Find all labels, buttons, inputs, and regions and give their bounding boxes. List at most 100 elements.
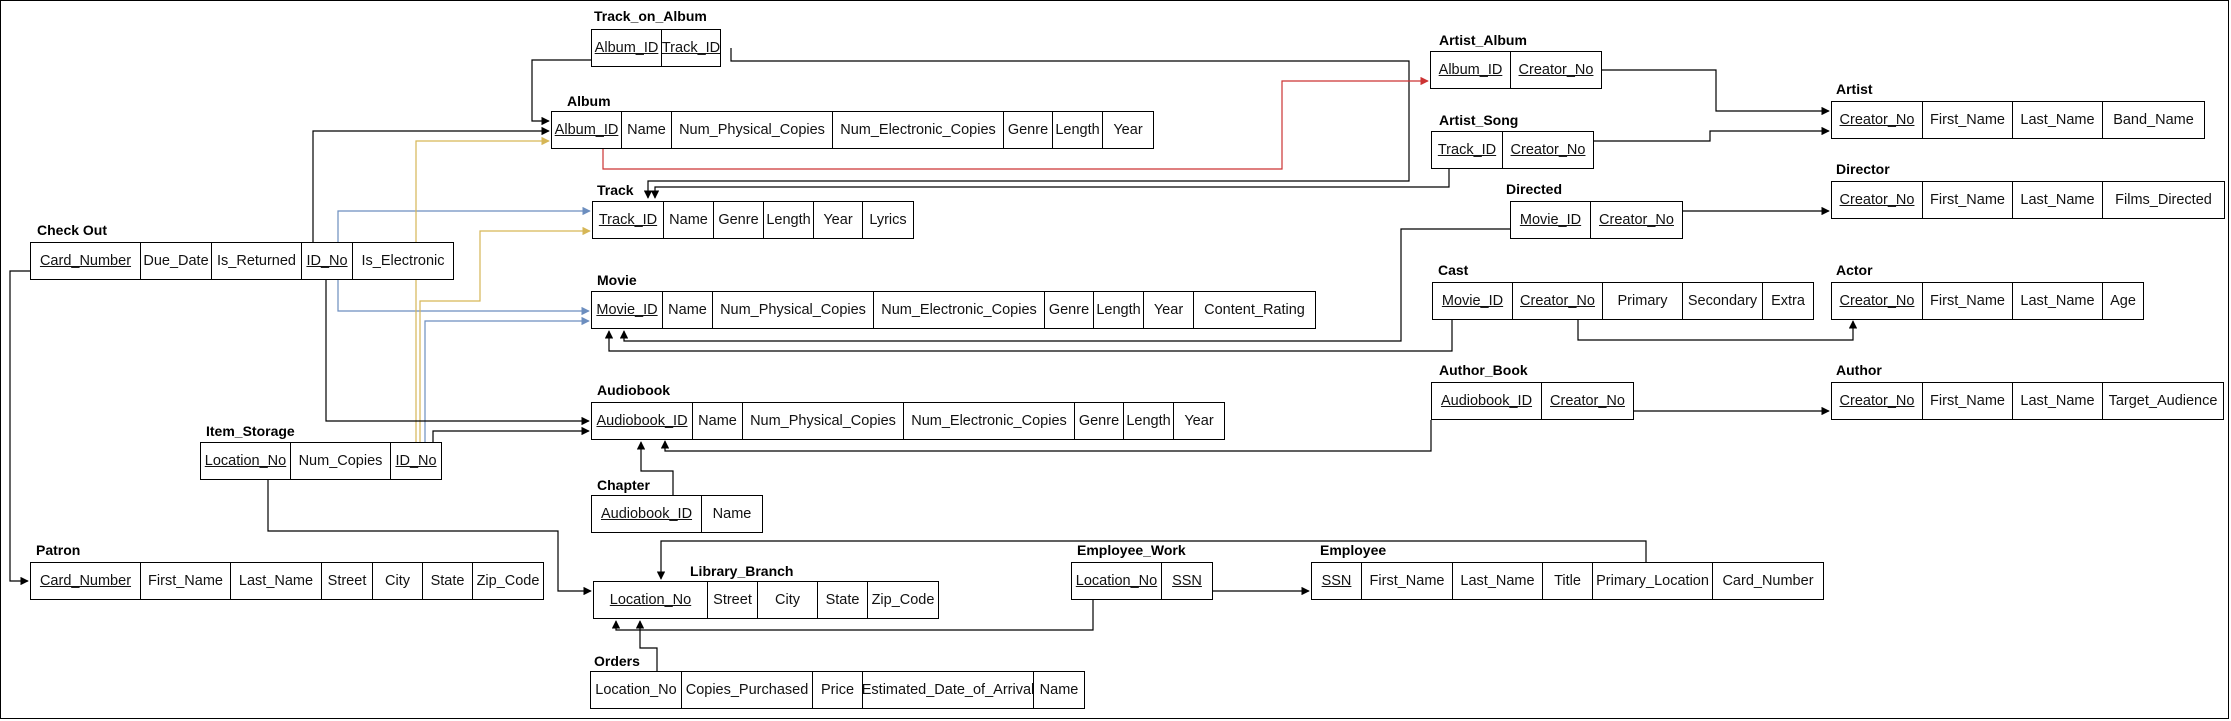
- field-zip-code: Zip_Code: [476, 573, 540, 589]
- field-year: Year: [814, 202, 863, 238]
- field-name: Name: [663, 292, 713, 328]
- field-state: State: [818, 582, 868, 618]
- field-id-no: ID_No: [395, 453, 437, 469]
- field-track-id: Track_ID: [661, 40, 721, 56]
- field-length: Length: [764, 202, 814, 238]
- field-target-audience: Target_Audience: [2108, 393, 2218, 409]
- field-city: City: [758, 582, 818, 618]
- field-films-directed: Films_Directed: [2115, 192, 2212, 208]
- field-extra: Extra: [1771, 293, 1805, 309]
- field-creator-no: Creator_No: [1832, 283, 1923, 319]
- entity-artist-song[interactable]: Track_ID Creator_No: [1431, 131, 1594, 169]
- field-album-id: Album_ID: [552, 112, 622, 148]
- field-length: Length: [1094, 292, 1144, 328]
- field-num-electronic-copies: Num_Electronic_Copies: [874, 292, 1045, 328]
- field-creator-no: Creator_No: [1832, 102, 1923, 138]
- field-first-name: First_Name: [1923, 283, 2013, 319]
- field-copies-purchased: Copies_Purchased: [682, 672, 813, 708]
- field-price: Price: [813, 672, 863, 708]
- entity-title-chapter: Chapter: [597, 477, 650, 493]
- field-primary-location: Primary_Location: [1593, 563, 1713, 599]
- field-card-number: Card_Number: [31, 243, 141, 279]
- field-genre: Genre: [714, 202, 764, 238]
- entity-author-book[interactable]: Audiobook_ID Creator_No: [1431, 382, 1634, 420]
- field-location-no: Location_No: [594, 582, 708, 618]
- field-creator-no: Creator_No: [1518, 62, 1594, 78]
- field-is-returned: Is_Returned: [212, 243, 302, 279]
- field-album-id: Album_ID: [592, 30, 662, 66]
- entity-title-patron: Patron: [36, 542, 81, 558]
- field-name: Name: [1039, 682, 1079, 698]
- field-creator-no: Creator_No: [1832, 182, 1923, 218]
- field-card-number: Card_Number: [1722, 573, 1814, 589]
- field-location-no: Location_No: [201, 443, 291, 479]
- field-movie-id: Movie_ID: [1433, 283, 1513, 319]
- field-city: City: [373, 563, 423, 599]
- field-title: Title: [1543, 563, 1593, 599]
- entity-title-employee-work: Employee_Work: [1077, 542, 1186, 558]
- field-first-name: First_Name: [1923, 182, 2013, 218]
- field-state: State: [423, 563, 473, 599]
- field-num-electronic-copies: Num_Electronic_Copies: [904, 403, 1075, 439]
- field-movie-id: Movie_ID: [592, 292, 663, 328]
- field-lyrics: Lyrics: [869, 212, 907, 228]
- field-movie-id: Movie_ID: [1511, 202, 1591, 238]
- field-audiobook-id: Audiobook_ID: [1432, 383, 1542, 419]
- entity-artist-album[interactable]: Album_ID Creator_No: [1430, 51, 1602, 89]
- entity-title-artist: Artist: [1836, 81, 1873, 97]
- field-first-name: First_Name: [1923, 102, 2013, 138]
- field-genre: Genre: [1075, 403, 1124, 439]
- entity-title-artist-song: Artist_Song: [1439, 112, 1519, 128]
- field-street: Street: [322, 563, 373, 599]
- entity-title-artist-album: Artist_Album: [1439, 32, 1527, 48]
- entity-title-orders: Orders: [594, 653, 640, 669]
- entity-title-director: Director: [1836, 161, 1890, 177]
- field-ssn: SSN: [1172, 573, 1202, 589]
- field-last-name: Last_Name: [231, 563, 322, 599]
- field-id-no: ID_No: [302, 243, 353, 279]
- field-primary: Primary: [1603, 283, 1683, 319]
- entity-title-author: Author: [1836, 362, 1882, 378]
- entity-title-item-storage: Item_Storage: [206, 423, 295, 439]
- field-content-rating: Content_Rating: [1204, 302, 1305, 318]
- field-creator-no: Creator_No: [1510, 142, 1586, 158]
- field-genre: Genre: [1045, 292, 1094, 328]
- field-band-name: Band_Name: [2113, 112, 2194, 128]
- entity-employee-work[interactable]: Location_No SSN: [1071, 562, 1213, 600]
- field-length: Length: [1053, 112, 1103, 148]
- field-last-name: Last_Name: [2013, 182, 2103, 218]
- field-track-id: Track_ID: [1432, 132, 1503, 168]
- entity-directed[interactable]: Movie_ID Creator_No: [1510, 201, 1683, 239]
- field-audiobook-id: Audiobook_ID: [592, 403, 693, 439]
- field-last-name: Last_Name: [1453, 563, 1543, 599]
- field-num-electronic-copies: Num_Electronic_Copies: [833, 112, 1004, 148]
- field-album-id: Album_ID: [1431, 52, 1511, 88]
- field-creator-no: Creator_No: [1513, 283, 1603, 319]
- field-num-physical-copies: Num_Physical_Copies: [713, 292, 874, 328]
- field-is-electronic: Is_Electronic: [361, 253, 445, 269]
- field-creator-no: Creator_No: [1599, 212, 1674, 228]
- field-street: Street: [708, 582, 758, 618]
- field-name: Name: [664, 202, 714, 238]
- field-creator-no: Creator_No: [1550, 393, 1625, 409]
- field-location-no: Location_No: [1072, 563, 1162, 599]
- field-length: Length: [1124, 403, 1174, 439]
- field-name: Name: [712, 506, 752, 522]
